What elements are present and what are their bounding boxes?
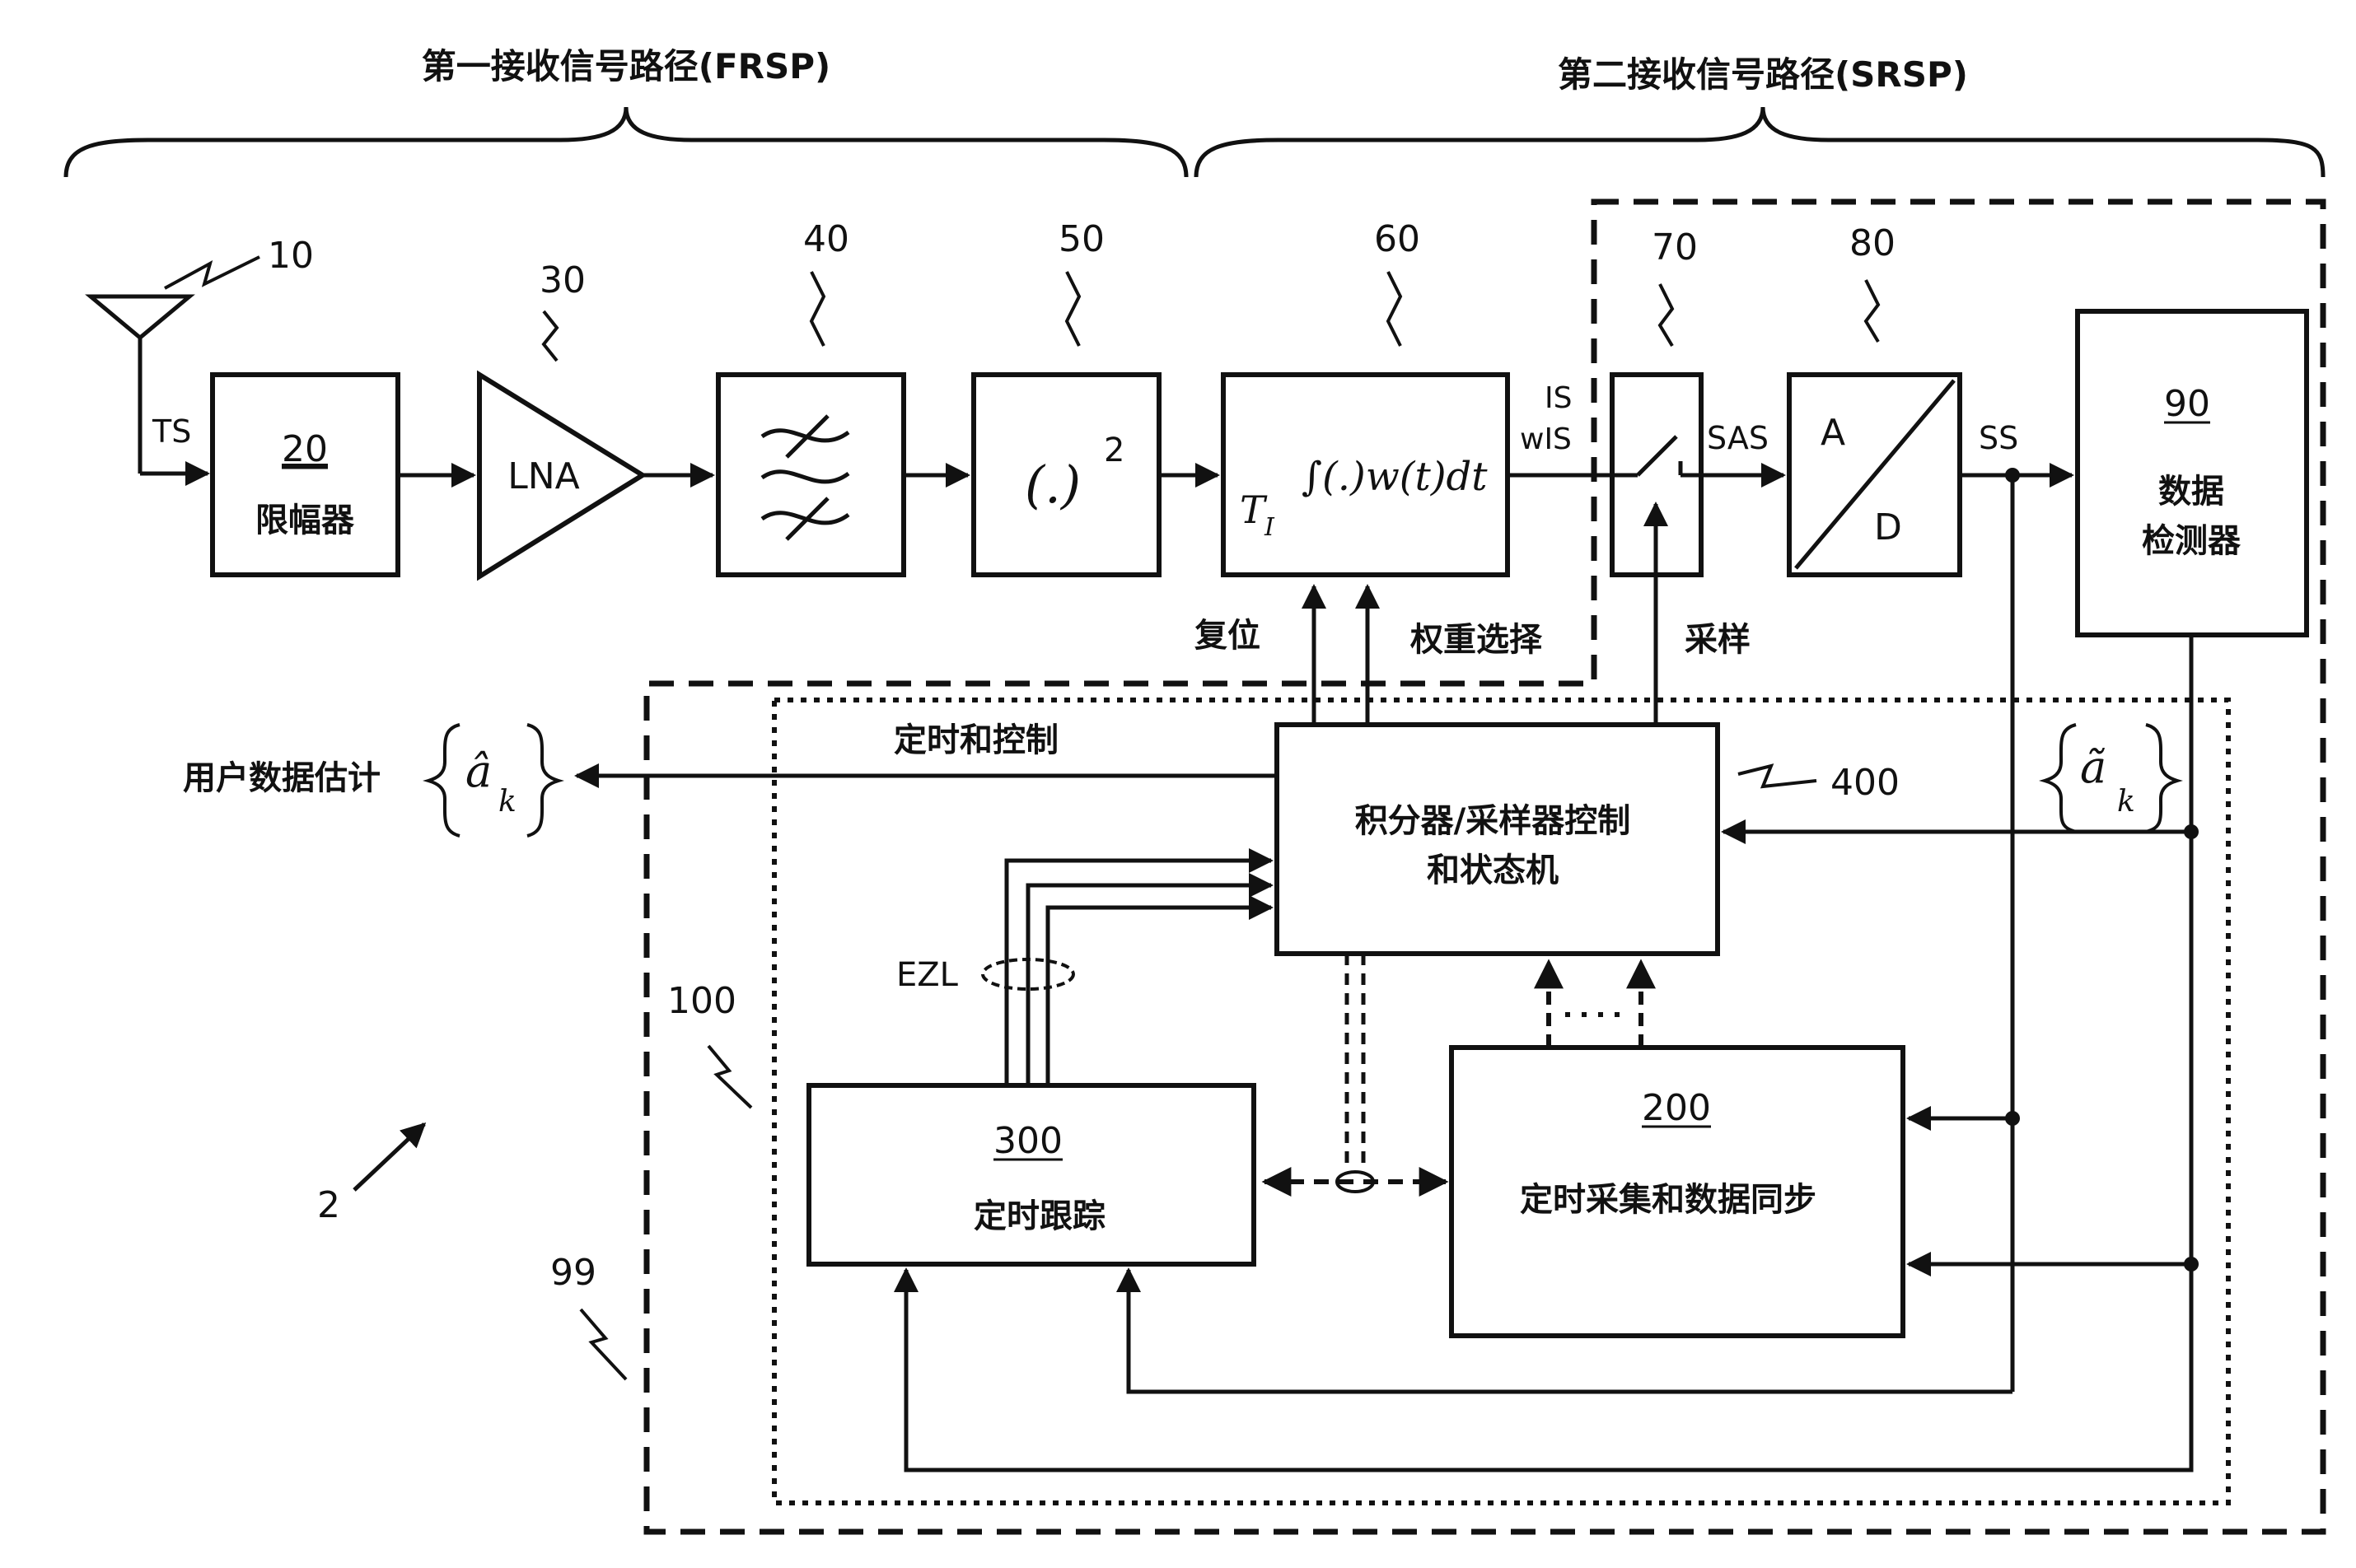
tracking-block <box>806 1083 1256 1267</box>
a-hat-symbol: â <box>465 745 492 797</box>
tilde-braces <box>2039 723 2183 833</box>
user-estimate-label: 用户数据估计 <box>183 759 381 797</box>
second-path-brace <box>1194 106 2326 178</box>
second-path-title: 第二接收信号路径(SRSP) <box>1558 54 1968 95</box>
ref-100: 100 <box>667 980 736 1022</box>
sas-label: SAS <box>1707 420 1769 456</box>
ref-10: 10 <box>268 235 314 277</box>
ref-40: 40 <box>803 218 849 260</box>
ezl-bundle-ellipse <box>981 958 1075 991</box>
limiter-label: 限幅器 <box>255 502 355 539</box>
ref-leader-99 <box>579 1308 628 1381</box>
adc-d-label: D <box>1874 506 1902 548</box>
ss-to-tracking-loop <box>1116 1267 2012 1394</box>
ref-99: 99 <box>550 1252 596 1294</box>
ref-leader-10 <box>164 255 260 290</box>
ref-2: 2 <box>317 1184 340 1226</box>
controller-block <box>1274 722 1720 956</box>
ref-80: 80 <box>1849 222 1896 264</box>
ref-30: 30 <box>540 259 586 301</box>
ref-50: 50 <box>1059 218 1105 260</box>
integrator-ti-sub: I <box>1264 513 1275 542</box>
lna-label: LNA <box>507 455 580 497</box>
limiter-block <box>210 372 400 577</box>
ref-leader-40 <box>809 271 826 347</box>
acquisition-block <box>1449 1045 1905 1338</box>
detector-label-2: 检测器 <box>2142 522 2241 560</box>
integrator-ti: T <box>1240 488 1268 532</box>
squarer-label: (.) <box>1025 455 1081 515</box>
lna-amplifier <box>477 370 647 581</box>
ref-leader-70 <box>1657 283 1675 348</box>
ezl-line-zero <box>1026 873 1274 1085</box>
detector-number: 90 <box>2164 383 2210 425</box>
bandpass-filter-block <box>716 372 906 577</box>
first-path-brace <box>63 106 1189 178</box>
is-label: IS <box>1545 381 1572 415</box>
ref-leader-80 <box>1863 279 1881 343</box>
ref-leader-100 <box>707 1044 753 1109</box>
ref-400: 400 <box>1830 762 1900 804</box>
tracking-number: 300 <box>993 1120 1063 1162</box>
weight-select-label: 权重选择 <box>1409 621 1543 659</box>
ref-arrow-2 <box>353 1122 427 1192</box>
ref-60: 60 <box>1374 218 1420 260</box>
ezl-line-early <box>1004 848 1274 1085</box>
ref-leader-50 <box>1064 271 1082 347</box>
adc-diagonal <box>1794 379 1956 570</box>
a-hat-subscript: k <box>498 785 517 819</box>
ss-label: SS <box>1979 420 2018 456</box>
estimate-braces <box>423 723 564 838</box>
a-tilde-subscript: k <box>2117 785 2135 819</box>
filter-symbol-icon <box>760 414 850 541</box>
squarer-block <box>971 372 1162 577</box>
switch-icon <box>1612 435 1701 478</box>
detector-label-1: 数据 <box>2158 473 2224 511</box>
controller-label-1: 积分器/采样器控制 <box>1355 802 1631 840</box>
sampling-label: 采样 <box>1685 621 1751 659</box>
tracking-label: 定时跟踪 <box>974 1197 1106 1235</box>
ref-70: 70 <box>1652 226 1698 268</box>
data-detector-block <box>2075 309 2309 637</box>
ezl-line-late <box>1045 895 1274 1085</box>
adc-a-label: A <box>1821 412 1845 454</box>
controller-label-2: 和状态机 <box>1427 852 1559 889</box>
acquisition-number: 200 <box>1642 1087 1711 1129</box>
antenna-icon <box>85 294 195 474</box>
first-path-title: 第一接收信号路径(FRSP) <box>422 46 830 86</box>
ref-leader-60 <box>1386 271 1403 347</box>
controller-boundary-dotted <box>772 698 2231 1505</box>
ezl-label: EZL <box>896 956 959 994</box>
srsp-boundary-dashed <box>643 198 2326 1535</box>
timing-control-label: 定时和控制 <box>894 721 1059 759</box>
ref-leader-400 <box>1737 763 1817 789</box>
acquisition-label: 定时采集和数据同步 <box>1520 1181 1816 1219</box>
ts-label: TS <box>152 413 191 450</box>
limiter-number: 20 <box>282 428 328 470</box>
estimate-to-tracking-loop <box>894 1264 2194 1472</box>
integrator-formula: ∫(.)w(t)dt <box>1302 454 1488 500</box>
wis-label: wIS <box>1520 422 1572 456</box>
reset-label: 复位 <box>1194 617 1260 655</box>
a-tilde-symbol: ã <box>2080 741 2106 793</box>
ref-leader-30 <box>541 310 559 362</box>
squarer-exponent: 2 <box>1104 432 1124 469</box>
